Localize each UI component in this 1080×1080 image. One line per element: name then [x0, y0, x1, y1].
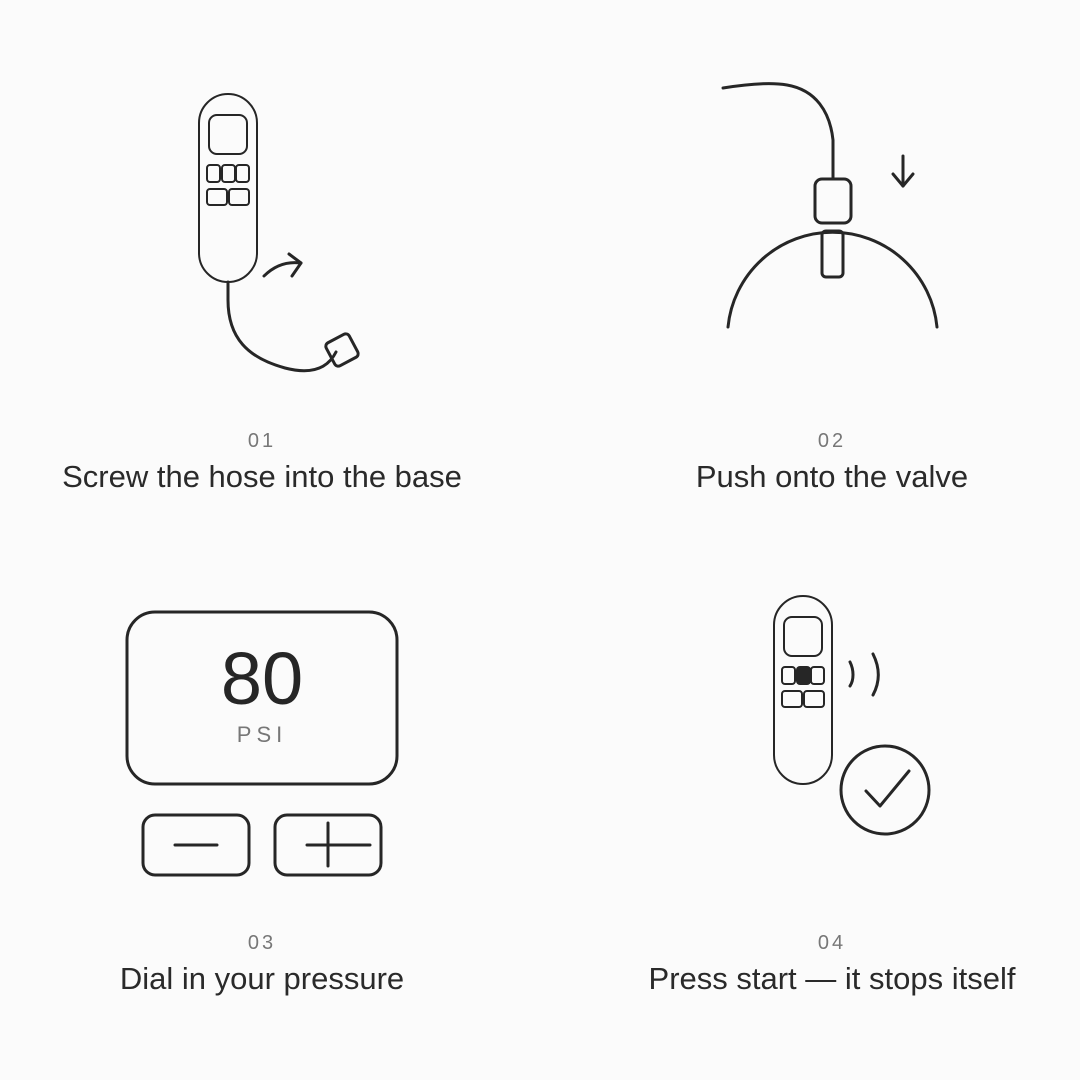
pump-icon	[198, 93, 258, 283]
hose-connector-icon	[324, 332, 360, 368]
step-number: 01	[247, 430, 277, 452]
hose-connector-icon	[813, 177, 853, 225]
step-1-caption: 01 Screw the hose into the base	[0, 430, 532, 495]
curved-arrow-icon	[262, 252, 303, 278]
step-label: Dial in your pressure	[119, 961, 405, 996]
pressure-display	[125, 610, 399, 786]
step-number: 04	[817, 932, 847, 954]
step-4-caption: 04 Press start — it stops itself	[562, 932, 1080, 997]
step-2-illustration	[721, 82, 939, 329]
hose-line	[226, 280, 338, 373]
pressure-unit: PSI	[237, 722, 287, 747]
step-label: Screw the hose into the base	[62, 459, 462, 494]
tire-rim	[726, 230, 939, 329]
step-2-caption: 02 Push onto the valve	[562, 430, 1080, 495]
plus-icon	[305, 821, 372, 868]
step-label: Press start — it stops itself	[648, 961, 1016, 996]
step-label: Push onto the valve	[695, 459, 969, 494]
step-3-caption: 03 Dial in your pressure	[0, 932, 532, 997]
sound-waves-icon	[848, 652, 880, 697]
step-4-illustration	[773, 595, 931, 836]
valve-icon	[820, 229, 845, 279]
step-3-illustration: 80 PSI	[125, 610, 399, 877]
step-1-illustration	[198, 93, 360, 373]
plus-button[interactable]	[273, 813, 383, 877]
down-arrow-icon	[891, 154, 915, 188]
minus-button[interactable]	[141, 813, 251, 877]
checkmark-icon	[839, 744, 931, 836]
pump-icon	[773, 595, 833, 785]
step-number: 02	[817, 430, 847, 452]
hose-line	[721, 82, 835, 181]
pressure-value: 80	[221, 637, 303, 720]
start-button	[796, 666, 811, 685]
step-number: 03	[247, 932, 277, 954]
